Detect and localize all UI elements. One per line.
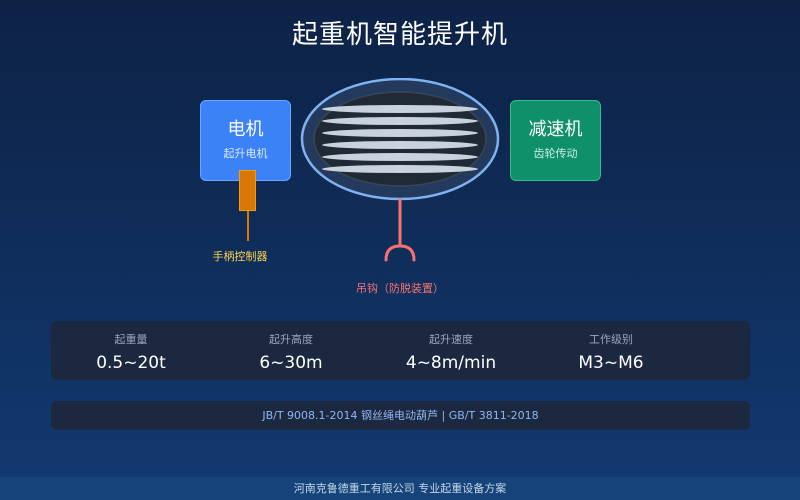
rope-coil [322, 165, 478, 173]
reducer-name: 减速机 [528, 119, 583, 140]
spec-label: 起升高度 [269, 333, 313, 346]
spec-label: 工作级别 [589, 333, 633, 346]
footer-text: 河南克鲁德重工有限公司 专业起重设备方案 [293, 482, 507, 495]
page-title: 起重机智能提升机 [291, 20, 508, 50]
spec-duty-class: 工作级别 M3~M6 [531, 321, 691, 373]
rope-coil [322, 105, 478, 113]
spec-label: 起重量 [114, 333, 148, 346]
footer: 河南克鲁德重工有限公司 专业起重设备方案 [0, 477, 800, 500]
motor-name: 电机 [227, 119, 264, 140]
handle-controller[interactable] [239, 170, 256, 211]
spec-label: 起升速度 [429, 333, 473, 346]
standards-text: JB/T 9008.1-2014 钢丝绳电动葫芦 | GB/T 3811-201… [262, 409, 539, 422]
spec-value: 6~30m [259, 353, 323, 373]
reducer-box[interactable]: 减速机 齿轮传动 [510, 100, 601, 181]
rope-coil [322, 141, 478, 149]
spec-value: 0.5~20t [96, 353, 166, 373]
motor-desc: 起升电机 [223, 147, 268, 160]
reducer-desc: 齿轮传动 [533, 147, 578, 160]
drum-body [313, 91, 487, 187]
spec-lift-speed: 起升速度 4~8m/min [371, 321, 531, 373]
rope-coil [322, 129, 478, 137]
handle-cable [247, 211, 249, 241]
spec-value: 4~8m/min [405, 353, 497, 373]
spec-panel: 起重量 0.5~20t 起升高度 6~30m 起升速度 4~8m/min 工作级… [51, 321, 750, 380]
hook-icon [384, 244, 416, 262]
motor-box[interactable]: 电机 起升电机 [200, 100, 291, 181]
wire-rope-drum[interactable] [300, 78, 500, 268]
handle-label: 手柄控制器 [212, 250, 268, 263]
hook-label: 吊钩（防脱装置） [356, 282, 444, 295]
spec-lift-height: 起升高度 6~30m [211, 321, 371, 373]
spec-value: M3~M6 [578, 353, 644, 373]
rope-coil [322, 117, 478, 125]
spec-capacity: 起重量 0.5~20t [51, 321, 211, 373]
rope-coil [322, 153, 478, 161]
standards-panel: JB/T 9008.1-2014 钢丝绳电动葫芦 | GB/T 3811-201… [51, 401, 750, 430]
